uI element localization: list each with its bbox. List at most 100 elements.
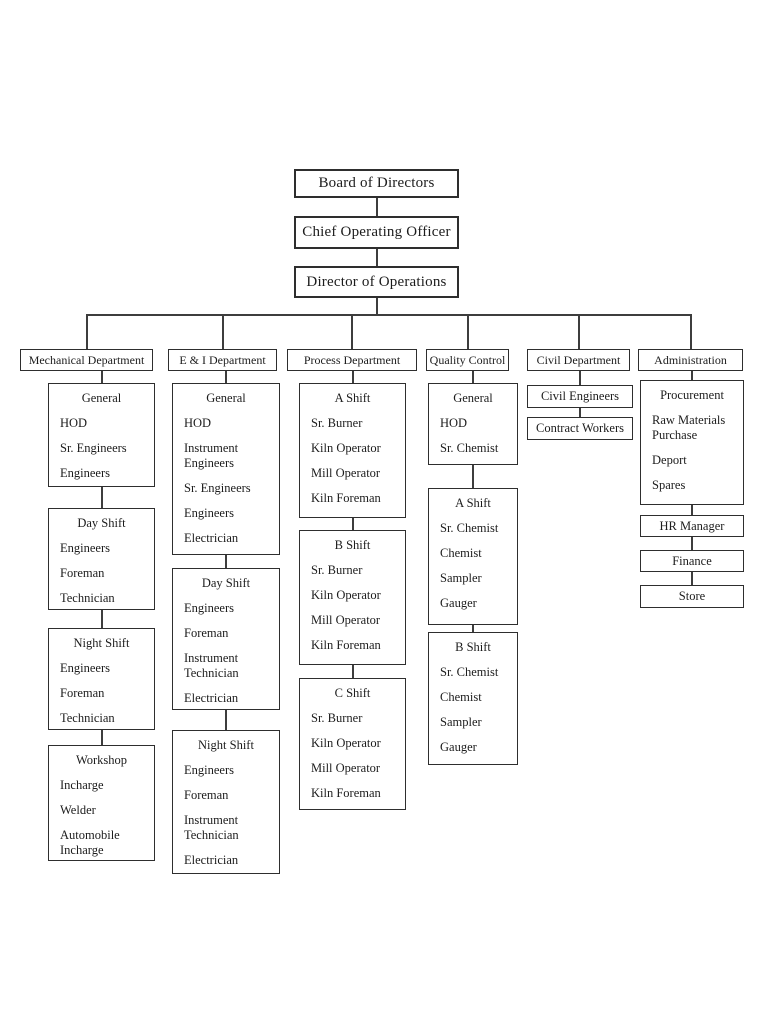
- connector-line: [690, 315, 692, 349]
- unit-title: A Shift: [455, 496, 491, 510]
- unit-member: Kiln Operator: [311, 588, 381, 602]
- unit-title: Day Shift: [201, 576, 251, 590]
- unit-member: Electrician: [184, 531, 239, 545]
- dept-header-mechanical-department: Mechanical Department: [20, 349, 153, 371]
- unit-title: General: [453, 391, 493, 405]
- connector-line: [101, 730, 103, 745]
- unit-member: Engineers: [184, 763, 234, 777]
- connector-line: [101, 487, 103, 508]
- unit-member: Sr. Burner: [311, 563, 363, 577]
- unit-member: Kiln Foreman: [311, 491, 381, 505]
- unit-member: Instrument Engineers: [184, 441, 239, 470]
- unit-member: Electrician: [184, 853, 239, 867]
- top-node-board-of-directors: Board of Directors: [294, 169, 459, 198]
- unit-member: Sr. Chemist: [440, 665, 499, 679]
- unit-member: Sr. Engineers: [60, 441, 127, 455]
- unit-member: Engineers: [60, 661, 110, 675]
- unit-member: Kiln Foreman: [311, 638, 381, 652]
- unit-member: Foreman: [184, 788, 229, 802]
- connector-line: [351, 315, 353, 349]
- dept-header-administration: Administration: [638, 349, 743, 371]
- unit-member: Engineers: [60, 541, 110, 555]
- unit-member: Mill Operator: [311, 761, 381, 775]
- connector-line: [376, 298, 378, 315]
- unit-member: Foreman: [60, 686, 105, 700]
- unit-member: Sampler: [440, 571, 482, 585]
- connector-line: [578, 315, 580, 349]
- unit-title: Night Shift: [73, 636, 130, 650]
- connector-line: [222, 315, 224, 349]
- unit-member: Automobile Incharge: [60, 828, 120, 857]
- connector-line: [86, 315, 88, 349]
- connector-line: [691, 371, 693, 380]
- unit-member: Chemist: [440, 546, 482, 560]
- unit-title: Night Shift: [198, 738, 254, 752]
- unit-member: Chemist: [440, 690, 482, 704]
- unit-member: Raw Materials Purchase: [652, 413, 726, 442]
- connector-line: [691, 505, 693, 515]
- connector-line: [376, 198, 378, 216]
- unit-box-civil-engineers: Civil Engineers: [527, 385, 633, 408]
- connector-line: [579, 371, 581, 385]
- unit-member: Sr. Engineers: [184, 481, 251, 495]
- connector-line: [101, 610, 103, 628]
- unit-member: Electrician: [184, 691, 239, 705]
- unit-member: Engineers: [60, 466, 110, 480]
- unit-member: Welder: [60, 803, 96, 817]
- unit-member: Instrument Technician: [184, 651, 239, 680]
- connector-line: [352, 518, 354, 530]
- connector-line: [691, 537, 693, 550]
- unit-title: Workshop: [75, 753, 128, 767]
- unit-member: HOD: [440, 416, 468, 430]
- connector-line: [691, 572, 693, 585]
- unit-member: Sr. Burner: [311, 416, 363, 430]
- unit-member: Instrument Technician: [184, 813, 239, 842]
- unit-title: Finance: [672, 553, 712, 568]
- unit-box-hr-manager: HR Manager: [640, 515, 744, 537]
- unit-member: Gauger: [440, 740, 477, 754]
- unit-member: Engineers: [184, 506, 234, 520]
- unit-title: Store: [678, 589, 706, 603]
- connector-line: [472, 465, 474, 488]
- unit-member: HOD: [60, 416, 88, 430]
- unit-title: C Shift: [334, 686, 371, 700]
- unit-member: HOD: [184, 416, 212, 430]
- dept-header-civil-department: Civil Department: [527, 349, 630, 371]
- unit-member: Incharge: [60, 778, 104, 792]
- dept-header-quality-control: Quality Control: [426, 349, 509, 371]
- connector-line: [225, 371, 227, 383]
- connector-line: [101, 371, 103, 383]
- dept-header-e-i-department: E & I Department: [168, 349, 277, 371]
- unit-member: Spares: [652, 478, 686, 492]
- unit-title: General: [206, 391, 246, 405]
- connector-line: [467, 315, 469, 349]
- unit-title: B Shift: [334, 538, 371, 552]
- unit-member: Foreman: [184, 626, 229, 640]
- dept-header-process-department: Process Department: [287, 349, 417, 371]
- connector-line: [376, 249, 378, 266]
- unit-member: Sr. Burner: [311, 711, 363, 725]
- unit-title: B Shift: [455, 640, 491, 654]
- unit-box-contract-workers: Contract Workers: [527, 417, 633, 440]
- unit-member: Sr. Chemist: [440, 441, 499, 455]
- unit-member: Kiln Operator: [311, 736, 381, 750]
- unit-member: Gauger: [440, 596, 477, 610]
- connector-line: [352, 371, 354, 383]
- unit-member: Foreman: [60, 566, 105, 580]
- unit-member: Mill Operator: [311, 466, 381, 480]
- unit-member: Technician: [60, 591, 115, 605]
- connector-line: [579, 408, 581, 417]
- connector-line: [225, 710, 227, 730]
- unit-box-store: Store: [640, 585, 744, 608]
